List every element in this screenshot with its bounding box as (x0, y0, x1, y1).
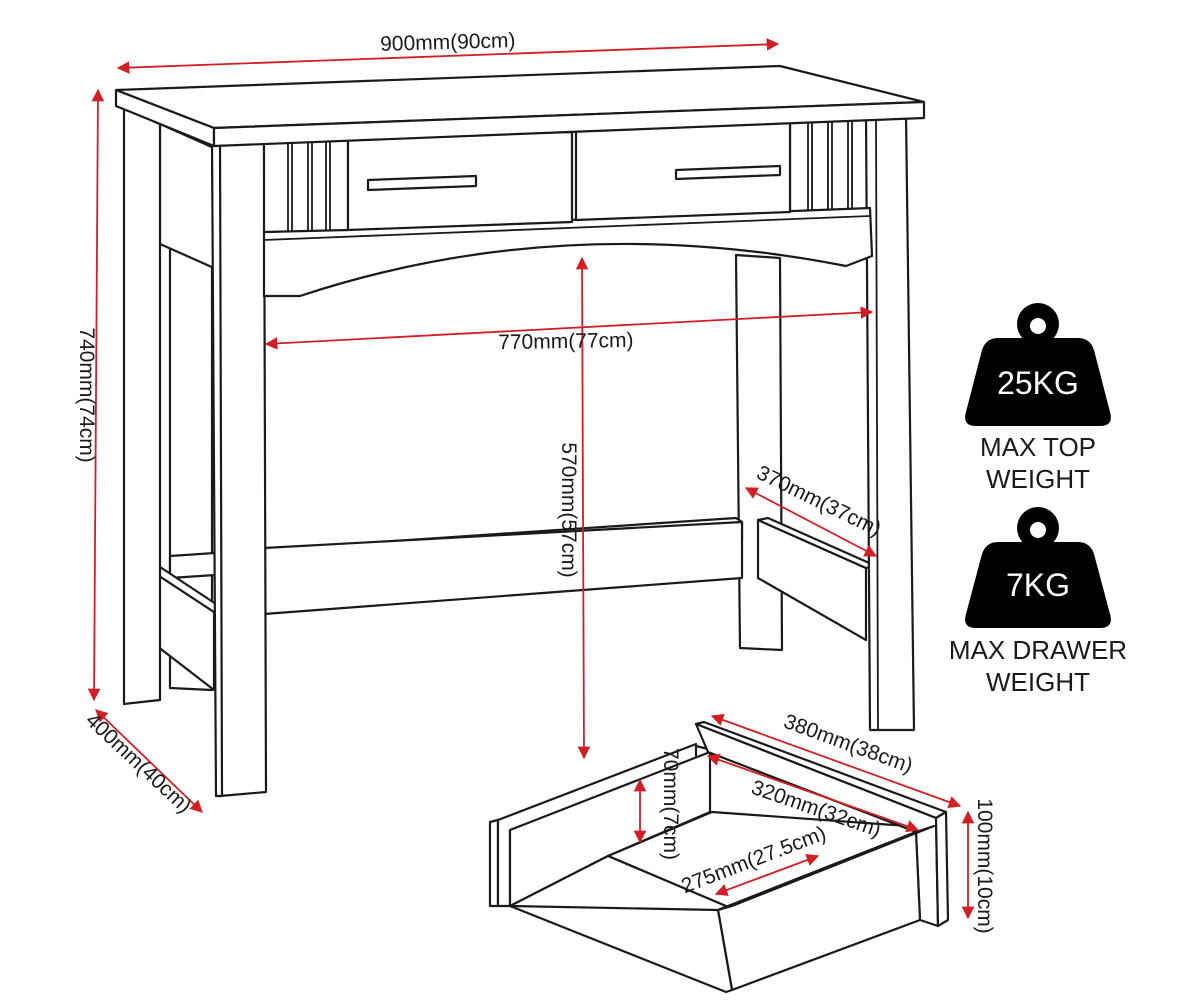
console-table (114, 64, 926, 798)
drawer-left-edge (488, 818, 500, 908)
label-depth: 400mm(40cm) (81, 709, 196, 818)
front-apron (262, 206, 874, 298)
drawer-front-edge (934, 810, 950, 928)
left-groove-panel (262, 138, 350, 234)
max-drawer-weight-badge: 7KG MAX DRAWER WEIGHT (949, 507, 1127, 697)
dim-line-drawer-inner-width (706, 753, 920, 833)
dim-line-side-depth (744, 487, 878, 557)
label-leg-clearance: 570mm(57cm) (557, 442, 580, 577)
dimension-lines (87, 38, 975, 920)
dim-line-drawer-inner-depth (714, 854, 820, 896)
top-weight-value: 25KG (997, 365, 1079, 401)
dim-line-height (87, 88, 105, 702)
drawer-weight-caption-2: WEIGHT (986, 667, 1090, 697)
label-height: 740mm(74cm) (75, 327, 98, 462)
front-right-leg (864, 112, 916, 732)
top-weight-caption-2: WEIGHT (986, 464, 1090, 494)
top-weight-caption-1: MAX TOP (980, 432, 1096, 462)
dim-line-inner-width (264, 306, 874, 350)
back-right-leg (734, 253, 784, 652)
weight-icon (965, 507, 1111, 628)
left-back-leg-side (122, 106, 162, 706)
dim-line-depth (95, 709, 203, 813)
label-drawer-inner-height: 70mm(7cm) (659, 748, 682, 860)
left-side-apron (158, 122, 216, 270)
drawer-weight-value: 7KG (1006, 567, 1070, 603)
label-drawer-front-height: 100mm(10cm) (973, 798, 996, 933)
label-inner-width: 770mm(77cm) (498, 329, 634, 354)
right-drawer-handle (674, 164, 782, 181)
drawer-weight-caption-1: MAX DRAWER (949, 635, 1127, 665)
tabletop-front-edge (212, 100, 926, 148)
dim-line-top-width (116, 38, 780, 74)
label-top-width: 900mm(90cm) (380, 29, 516, 56)
front-left-leg-edge (210, 138, 224, 798)
front-stretcher (262, 520, 744, 616)
max-top-weight-badge: 25KG MAX TOP WEIGHT (965, 303, 1111, 494)
drawer-bottom-edge (508, 904, 734, 994)
weight-icon (965, 303, 1111, 426)
dim-line-leg-clearance (575, 256, 591, 760)
right-groove-panel (788, 116, 870, 214)
left-drawer-handle (366, 174, 478, 192)
